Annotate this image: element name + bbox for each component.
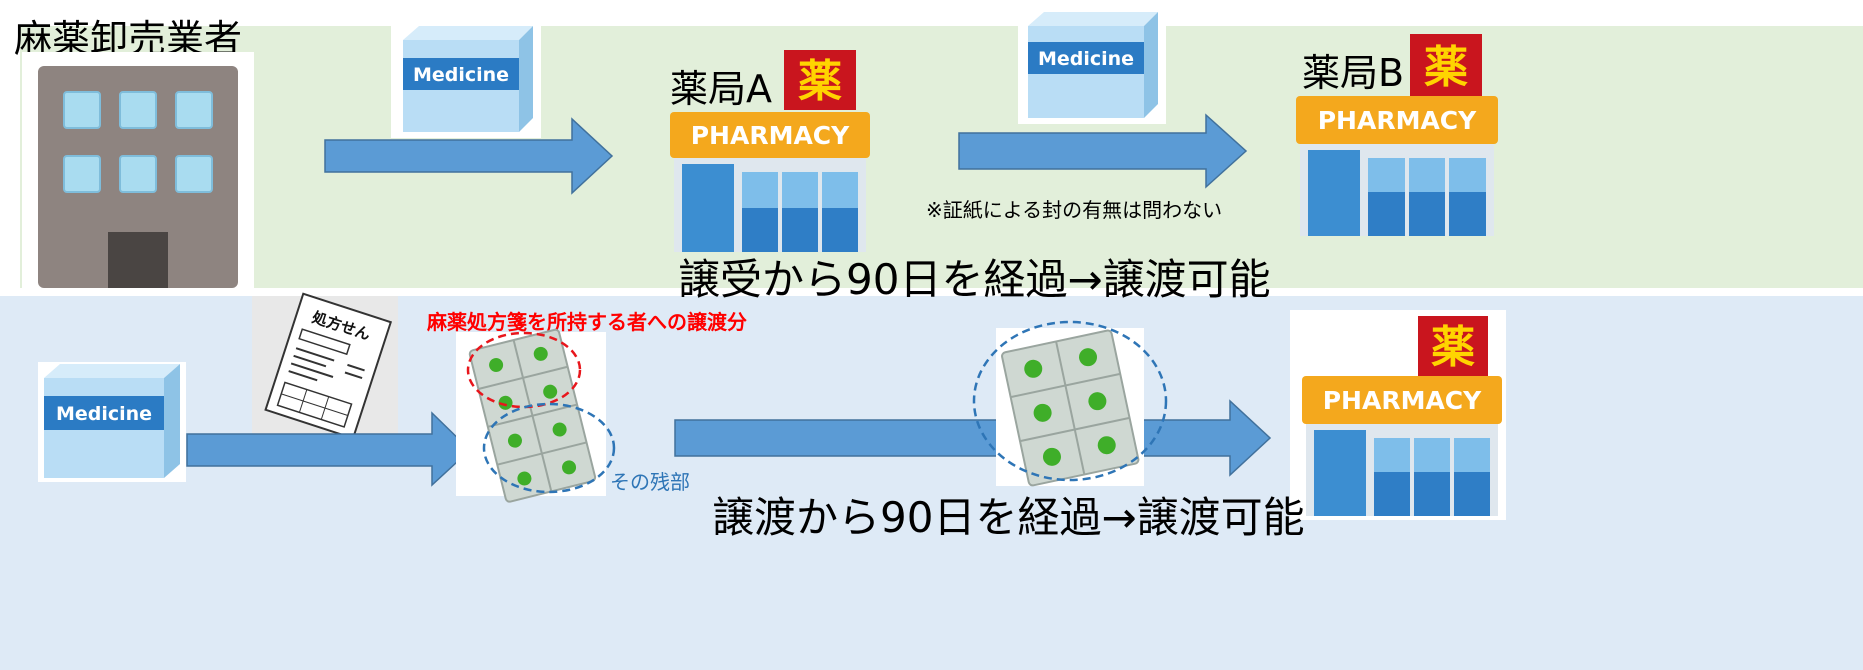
- medicine-box-icon: Medicine: [391, 18, 541, 138]
- medicine-box-text: Medicine: [1038, 48, 1134, 70]
- prescription-icon: 処方せん: [252, 292, 398, 440]
- medicine-box-text: Medicine: [413, 64, 509, 86]
- top-rule-text: 譲受から90日を経過→譲渡可能: [678, 255, 1271, 304]
- seal-note: ※証紙による封の有無は問わない: [926, 198, 1223, 222]
- blister-pack-icon: [996, 328, 1144, 487]
- blue-dashed-ellipse: [482, 402, 616, 494]
- kanji-sign-text: 薬: [1431, 322, 1475, 373]
- building-icon: [22, 52, 254, 292]
- prescription-note: 麻薬処方箋を所持する者への譲渡分: [427, 310, 747, 334]
- pharmacy-a-label: 薬局A: [670, 67, 772, 111]
- pharmacy-sign-text: PHARMACY: [691, 121, 850, 150]
- kanji-sign-text: 薬: [1424, 42, 1468, 93]
- medicine-box-icon: Medicine: [38, 362, 186, 482]
- medicine-box-icon: Medicine: [1018, 6, 1166, 124]
- pharmacy-sign-text: PHARMACY: [1323, 386, 1482, 415]
- pharmacy-sign-text: PHARMACY: [1318, 106, 1477, 135]
- pharmacy-a-icon: 薬 PHARMACY: [658, 44, 874, 256]
- arrow-medicine-to-pill-pack: [186, 411, 472, 487]
- remainder-label: その残部: [610, 470, 690, 494]
- arrow-wholesaler-to-pharmacy-a: [324, 117, 614, 195]
- bottom-rule-text: 譲渡から90日を経過→譲渡可能: [712, 493, 1305, 542]
- blister-pack-icon: [456, 328, 606, 503]
- arrow-pill-pack-to-pharmacy: [674, 399, 1272, 477]
- kanji-sign-text: 薬: [798, 56, 842, 107]
- medicine-box-text: Medicine: [56, 403, 152, 425]
- pharmacy-b-icon: 薬 PHARMACY: [1286, 30, 1502, 240]
- red-dashed-ellipse: [466, 331, 582, 409]
- pharmacy-b-label: 薬局B: [1302, 51, 1405, 95]
- arrow-pharmacy-a-to-pharmacy-b: [958, 113, 1248, 189]
- pharmacy-icon: 薬 PHARMACY: [1290, 310, 1506, 520]
- blue-dashed-ellipse: [972, 320, 1168, 482]
